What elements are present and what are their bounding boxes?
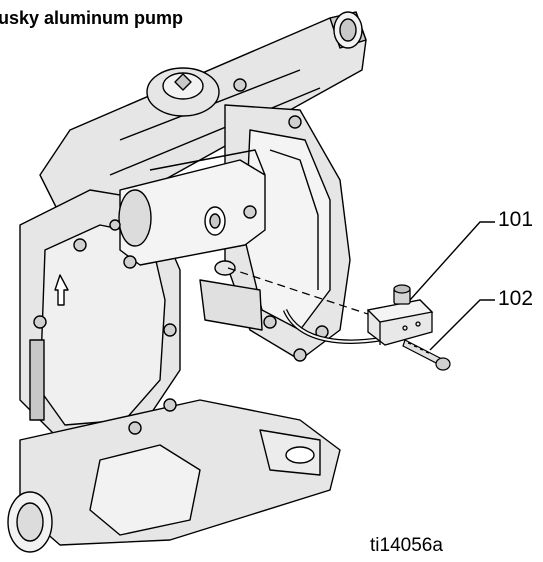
bottom-manifold <box>7 399 341 553</box>
bolts <box>33 78 329 435</box>
callout-101: 101 <box>498 208 534 231</box>
assembly-dashed-line <box>227 267 381 319</box>
center-section <box>118 149 266 266</box>
top-manifold <box>39 11 367 216</box>
part-102-screw <box>402 339 451 371</box>
leader-line-102 <box>429 299 495 351</box>
figure-reference: ti14056a <box>370 535 443 556</box>
callout-102: 102 <box>498 287 534 310</box>
valve-boss <box>199 260 263 331</box>
figure-title: usky aluminum pump <box>0 8 184 28</box>
leader-line-101 <box>409 221 495 301</box>
top-port <box>146 67 220 117</box>
part-101-valve-block <box>366 284 434 346</box>
